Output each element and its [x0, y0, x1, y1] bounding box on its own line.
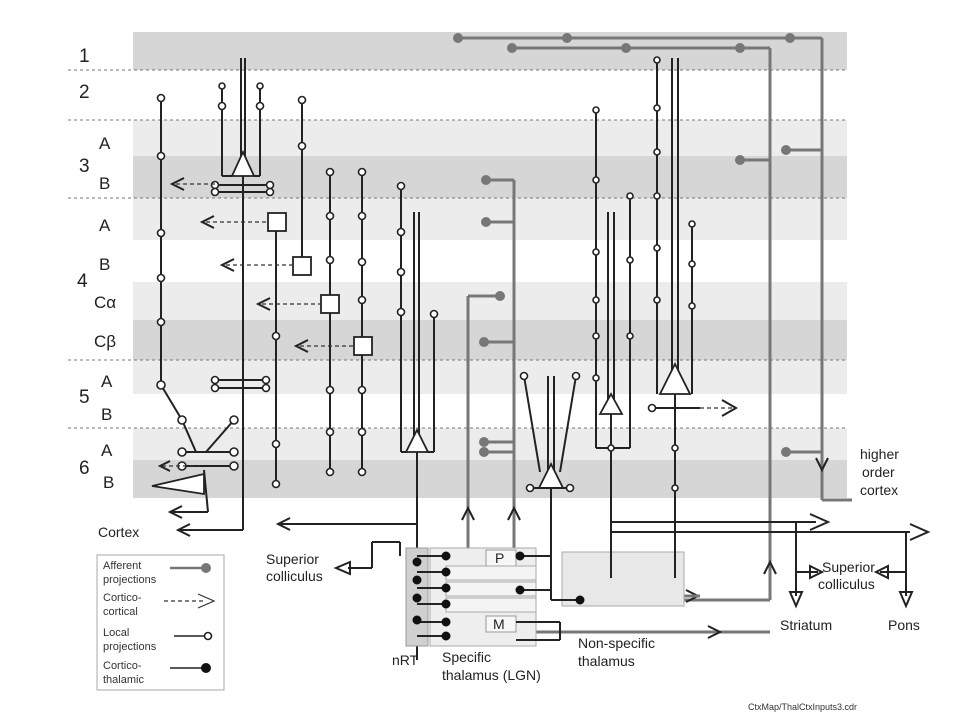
sublayer-label-4ca: Cα: [94, 293, 116, 312]
lgn-relay-neuron: [519, 371, 581, 600]
layer4ca-cell-box: [320, 294, 340, 314]
superior-colliculus-right-label-1: Superior: [822, 559, 875, 575]
legend-local-label-2: projections: [103, 641, 157, 653]
legend-afferent-label-2: projections: [103, 574, 157, 586]
sublayer-label-4a: A: [99, 216, 111, 235]
sublayer-label-6b: B: [103, 473, 114, 492]
layer-labels: 1 2 3 4 5 6 A B A B Cα Cβ A B A B: [77, 46, 116, 492]
lgn-m-box: [485, 615, 517, 633]
striatum-label: Striatum: [780, 617, 832, 633]
nonspecific-thalamus-label-1: Non-specific: [578, 635, 655, 651]
legend: Afferent projections Cortico- cortical L…: [96, 554, 225, 691]
band-layer-6a: [133, 428, 847, 460]
pyramidal-neuron-layer6: [396, 181, 439, 660]
legend-corticothalamic-label-1: Cortico-: [103, 660, 142, 672]
pyramidal-neuron-layer3: [169, 58, 275, 537]
sublayer-label-3a: A: [99, 134, 111, 153]
higher-order-label-3: cortex: [860, 482, 898, 498]
local-neuron-layer6-vertical: [151, 93, 239, 519]
superior-colliculus-left-label-2: colliculus: [266, 568, 323, 584]
file-name-label: CtxMap/ThalCtxInputs3.cdr: [748, 702, 857, 712]
specific-thalamus-label-2: thalamus (LGN): [442, 667, 541, 683]
higher-order-label-2: order: [862, 464, 895, 480]
legend-afferent-label-1: Afferent: [103, 560, 141, 572]
sublayer-label-4cb: Cβ: [94, 332, 116, 351]
sublayer-label-5a: A: [101, 372, 113, 391]
layer-separators: [68, 69, 847, 429]
lgn-lamina-3: [445, 597, 537, 613]
corticothalamic-projections: [412, 551, 585, 641]
higher-order-label-1: higher: [860, 446, 899, 462]
legend-corticocortical-label-2: cortical: [103, 606, 138, 618]
layer5-small-pyramid: [598, 392, 624, 415]
pons-label: Pons: [888, 617, 920, 633]
legend-afferent-dot: [201, 563, 211, 573]
layer-label-4: 4: [77, 271, 88, 292]
legend-corticocortical-label-1: Cortico-: [103, 592, 142, 604]
lgn-m-label: M: [493, 616, 505, 632]
nonspecific-thalamus-label-2: thalamus: [578, 653, 635, 669]
output-pathways: [275, 513, 931, 609]
layer-bands: [133, 32, 847, 498]
lgn-lamina-1: [445, 565, 537, 581]
layer4b-cell-box: [292, 256, 312, 276]
specific-thalamus-box: [429, 547, 537, 647]
band-layer-6b: [133, 460, 847, 498]
lgn-p-label: P: [495, 550, 504, 566]
band-layer-4cb: [133, 320, 847, 360]
sublayer-label-5b: B: [101, 405, 112, 424]
layer4a-cell-box: [267, 212, 287, 232]
legend-local-label-1: Local: [103, 627, 129, 639]
thalamus-structures: P M: [405, 547, 685, 647]
superior-colliculus-right-label-2: colliculus: [818, 576, 875, 592]
sublayer-label-3b: B: [99, 174, 110, 193]
layer-label-1: 1: [79, 46, 90, 67]
legend-corticocortical-arrow: [197, 593, 216, 609]
layer-label-2: 2: [79, 82, 90, 103]
sublayer-label-4b: B: [99, 255, 110, 274]
band-layer-4ca: [133, 282, 847, 320]
layer4-stellate-cells: [199, 95, 373, 489]
superior-colliculus-left-label-1: Superior: [266, 551, 319, 567]
cortex-label: Cortex: [98, 524, 139, 540]
sublayer-label-6a: A: [101, 441, 113, 460]
layer-label-6: 6: [79, 458, 90, 479]
nrt-label: nRT: [392, 652, 419, 668]
specific-thalamus-label-1: Specific: [442, 649, 491, 665]
layer-label-5: 5: [79, 387, 90, 408]
target-labels: Cortex Superior colliculus Superior coll…: [98, 446, 920, 683]
legend-corticothalamic-label-2: thalamic: [103, 674, 144, 686]
legend-local-dot: [203, 631, 213, 641]
band-layer-3a: [133, 120, 847, 156]
layer4cb-cell-box: [353, 336, 373, 356]
legend-corticothalamic-dot: [201, 663, 211, 673]
layer6-pyramid-cell: [151, 472, 205, 496]
layer-label-3: 3: [79, 156, 90, 177]
